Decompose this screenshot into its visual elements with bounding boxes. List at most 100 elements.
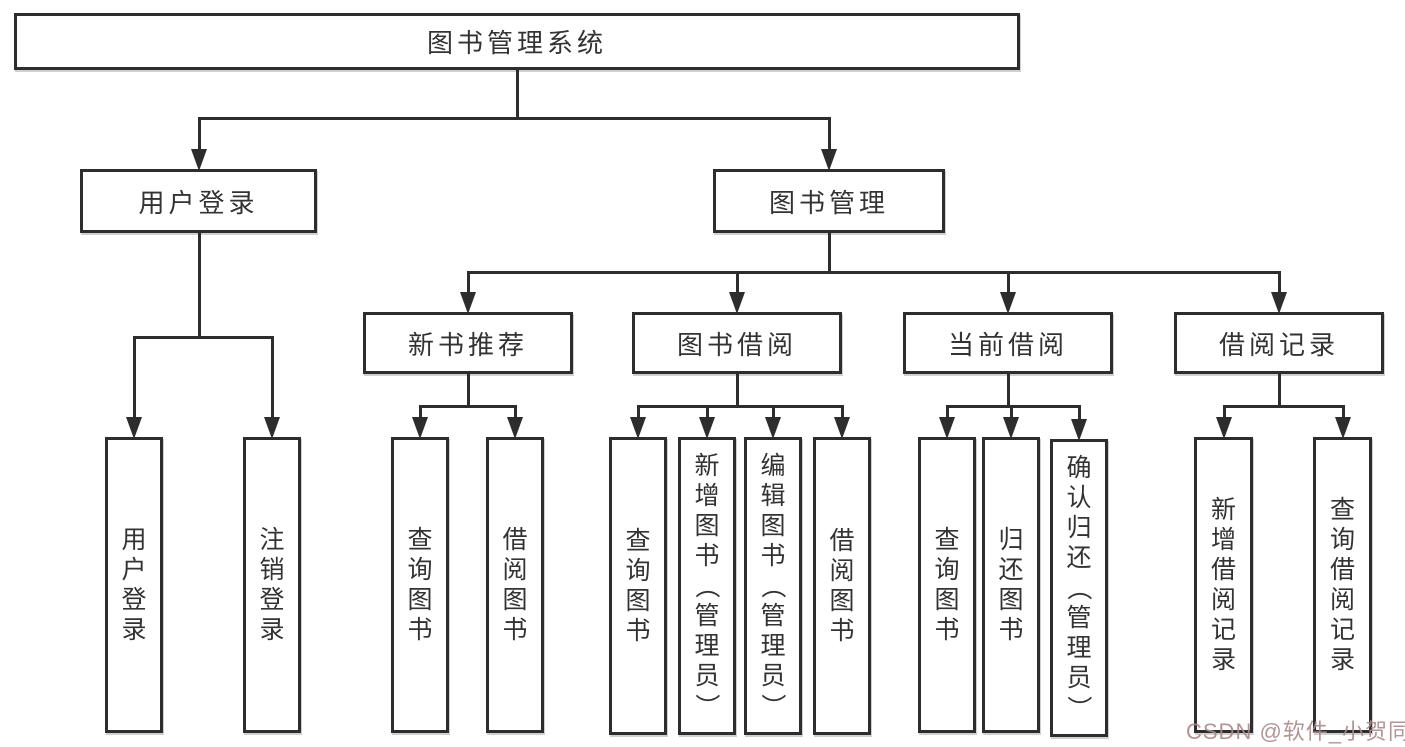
vertical-char: 注: [259, 526, 285, 554]
vertical-char: 查: [934, 526, 960, 554]
connector-line: [1223, 405, 1345, 408]
vertical-char: 理: [694, 632, 720, 660]
vertical-char: 录: [1210, 646, 1236, 674]
connector-line: [198, 231, 201, 339]
arrow-down-icon: [699, 417, 715, 439]
arrow-down-icon: [460, 292, 476, 314]
arrow-down-icon: [1003, 417, 1019, 439]
arrow-down-icon: [126, 417, 142, 439]
node-leaf-add-book-admin: 新增图书（管理员）: [678, 437, 736, 735]
node-new-book-recommendation: 新书推荐: [363, 312, 573, 374]
vertical-char: 查: [625, 527, 651, 555]
node-leaf-query-books-2: 查询图书: [609, 437, 667, 735]
connector-line: [133, 336, 274, 339]
vertical-char: 记: [1329, 616, 1355, 644]
connector-line: [516, 68, 519, 120]
node-leaf-confirm-return-admin: 确认归还（管理员）: [1050, 439, 1108, 737]
connector-line: [772, 405, 775, 419]
vertical-char: 登: [259, 586, 285, 614]
connector-line: [467, 271, 470, 294]
connector-line: [1278, 372, 1281, 408]
vertical-char: 录: [121, 616, 147, 644]
node-leaf-query-books-3: 查询图书: [918, 437, 976, 733]
vertical-char: 归: [998, 526, 1024, 554]
connector-line: [736, 271, 739, 294]
node-label-vertical: 归还图书: [985, 440, 1037, 730]
vertical-char: （: [758, 573, 787, 599]
arrow-down-icon: [412, 417, 428, 439]
arrow-down-icon: [1000, 292, 1016, 314]
vertical-char: （: [1064, 575, 1093, 601]
connector-line: [706, 405, 709, 419]
vertical-char: 登: [121, 586, 147, 614]
connector-line: [637, 405, 844, 408]
vertical-char: 书: [760, 542, 786, 570]
node-label-vertical: 查询图书: [394, 440, 446, 730]
arrow-down-icon: [1216, 417, 1232, 439]
vertical-char: 录: [1329, 646, 1355, 674]
node-label-vertical: 确认归还（管理员）: [1053, 442, 1105, 734]
node-label: 用户登录: [138, 187, 259, 218]
arrow-down-icon: [630, 417, 646, 439]
connector-line: [467, 271, 1281, 274]
node-label-vertical: 编辑图书（管理员）: [747, 440, 799, 732]
vertical-char: 借: [1210, 556, 1236, 584]
connector-line: [133, 336, 136, 419]
node-leaf-borrow-books-1: 借阅图书: [486, 437, 544, 733]
vertical-char: 书: [625, 617, 651, 645]
vertical-char: ）: [758, 693, 787, 719]
connector-line: [1007, 271, 1010, 294]
arrow-down-icon: [1335, 417, 1351, 439]
node-label-vertical: 查询图书: [612, 440, 664, 732]
vertical-char: 图: [760, 512, 786, 540]
arrow-down-icon: [939, 417, 955, 439]
arrow-down-icon: [834, 417, 850, 439]
vertical-char: 管: [1066, 604, 1092, 632]
vertical-char: 确: [1066, 454, 1092, 482]
node-label: 图书借阅: [676, 329, 797, 360]
node-leaf-borrow-books-2: 借阅图书: [813, 437, 871, 735]
node-label-vertical: 借阅图书: [489, 440, 541, 730]
vertical-char: 图: [502, 586, 528, 614]
node-book-management: 图书管理: [713, 169, 945, 233]
arrow-down-icon: [507, 417, 523, 439]
vertical-char: 还: [1066, 544, 1092, 572]
node-label-vertical: 查询图书: [921, 440, 973, 730]
vertical-char: 认: [1066, 484, 1092, 512]
vertical-char: 理: [760, 632, 786, 660]
vertical-char: 书: [407, 616, 433, 644]
vertical-char: 员: [760, 662, 786, 690]
node-leaf-edit-book-admin: 编辑图书（管理员）: [744, 437, 802, 735]
node-label-vertical: 新增图书（管理员）: [681, 440, 733, 732]
vertical-char: 阅: [829, 557, 855, 585]
watermark: CSDN @软件_小贺同学: [1186, 719, 1405, 744]
vertical-char: 图: [407, 586, 433, 614]
vertical-char: 录: [259, 616, 285, 644]
vertical-char: 书: [934, 616, 960, 644]
vertical-char: 记: [1210, 616, 1236, 644]
vertical-char: 书: [694, 542, 720, 570]
vertical-char: 书: [998, 616, 1024, 644]
connector-line: [419, 405, 422, 419]
vertical-char: 图: [934, 586, 960, 614]
vertical-char: 询: [625, 557, 651, 585]
arrow-down-icon: [765, 417, 781, 439]
node-label: 当前借阅: [947, 329, 1068, 360]
connector-line: [841, 405, 844, 419]
vertical-char: 新: [694, 452, 720, 480]
connector-line: [946, 405, 949, 419]
node-label-vertical: 用户登录: [108, 440, 160, 730]
arrow-down-icon: [191, 149, 207, 171]
node-label: 图书管理: [768, 187, 889, 218]
node-current-borrowing: 当前借阅: [903, 312, 1113, 374]
connector-line: [419, 405, 517, 408]
vertical-char: 询: [1329, 526, 1355, 554]
connector-line: [467, 372, 470, 408]
node-library-management-system: 图书管理系统: [14, 13, 1020, 70]
vertical-char: 图: [998, 586, 1024, 614]
vertical-char: 图: [694, 512, 720, 540]
vertical-char: 增: [694, 482, 720, 510]
connector-line: [946, 405, 1081, 408]
connector-line: [1078, 405, 1081, 421]
